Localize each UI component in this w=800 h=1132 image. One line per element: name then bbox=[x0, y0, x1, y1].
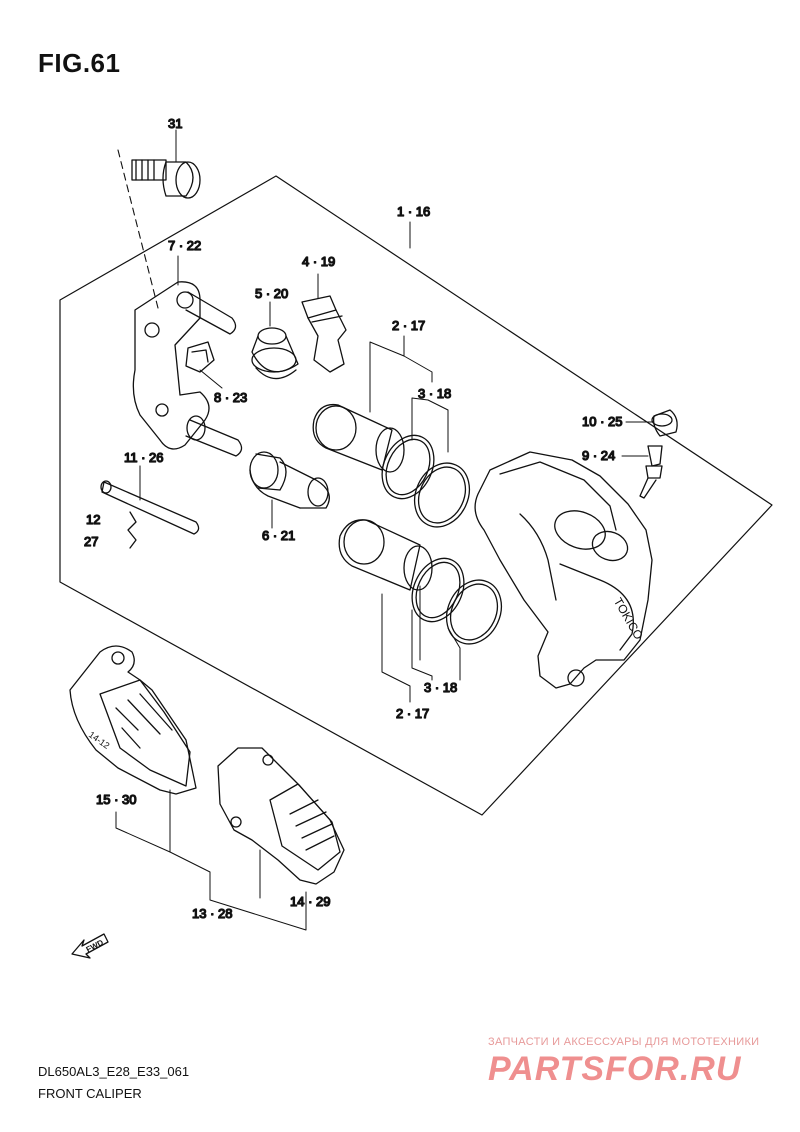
brake-pad-15: 14-12 bbox=[69, 645, 197, 795]
slide-pin-6 bbox=[249, 451, 330, 529]
brake-pad-14 bbox=[217, 747, 345, 885]
callout-27: 27 bbox=[84, 534, 98, 549]
piston-seal-lower-3 bbox=[411, 557, 503, 645]
watermark-logo: PARTSFOR.RU bbox=[488, 1050, 742, 1088]
caliper-body-1: TOKICO bbox=[474, 451, 653, 689]
callout-7-22: 7 · 22 bbox=[168, 238, 201, 253]
diagram-caption: FRONT CALIPER bbox=[38, 1086, 142, 1101]
watermark-tagline: ЗАПЧАСТИ И АКСЕССУАРЫ ДЛЯ МОТОТЕХНИКИ bbox=[488, 1036, 760, 1048]
leader-lines bbox=[115, 129, 653, 931]
callouts: 31 1 · 16 7 · 22 4 · 19 5 · 20 2 · 17 3 … bbox=[83, 115, 623, 921]
callout-1-16: 1 · 16 bbox=[397, 204, 430, 219]
boot-5 bbox=[251, 301, 299, 380]
pin-clip-12 bbox=[127, 511, 137, 549]
callout-2-17-lower: 2 · 17 bbox=[396, 706, 429, 721]
bleeder-valve-9 bbox=[639, 445, 663, 499]
pad-spring-4 bbox=[301, 273, 347, 373]
callout-3-18-upper: 3 · 18 bbox=[418, 386, 451, 401]
callout-14-29: 14 · 29 bbox=[290, 894, 330, 909]
bolt-31 bbox=[131, 149, 201, 199]
pad-pin-11 bbox=[100, 465, 200, 535]
piston-upper-2 bbox=[312, 403, 405, 473]
callout-8-23: 8 · 23 bbox=[214, 390, 247, 405]
callout-4-19: 4 · 19 bbox=[302, 254, 335, 269]
callout-9-24: 9 · 24 bbox=[582, 448, 615, 463]
bolt-leader-dashed bbox=[117, 149, 159, 309]
figure-title: FIG.61 bbox=[38, 48, 121, 78]
callout-5-20: 5 · 20 bbox=[255, 286, 288, 301]
fwd-arrow: FWD bbox=[71, 933, 109, 959]
callout-12: 12 bbox=[86, 512, 100, 527]
pad-spring-clip-8 bbox=[185, 341, 223, 389]
callout-15-30: 15 · 30 bbox=[96, 792, 136, 807]
callout-3-18-lower: 3 · 18 bbox=[424, 680, 457, 695]
callout-13-28: 13 · 28 bbox=[192, 906, 232, 921]
callout-31: 31 bbox=[168, 116, 182, 131]
callout-2-17-upper: 2 · 17 bbox=[392, 318, 425, 333]
piston-seal-upper-3 bbox=[381, 434, 471, 528]
callout-11-26: 11 · 26 bbox=[124, 450, 164, 465]
piston-lower-2 bbox=[338, 519, 433, 591]
callout-6-21: 6 · 21 bbox=[262, 528, 295, 543]
assembly-boundary bbox=[59, 175, 773, 816]
diagram-code: DL650AL3_E28_E33_061 bbox=[38, 1064, 190, 1079]
caliper-bracket-7 bbox=[132, 255, 243, 457]
callout-10-25: 10 · 25 bbox=[582, 414, 622, 429]
bleeder-cap-10 bbox=[651, 409, 678, 437]
pad-marking: 14-12 bbox=[87, 729, 112, 750]
